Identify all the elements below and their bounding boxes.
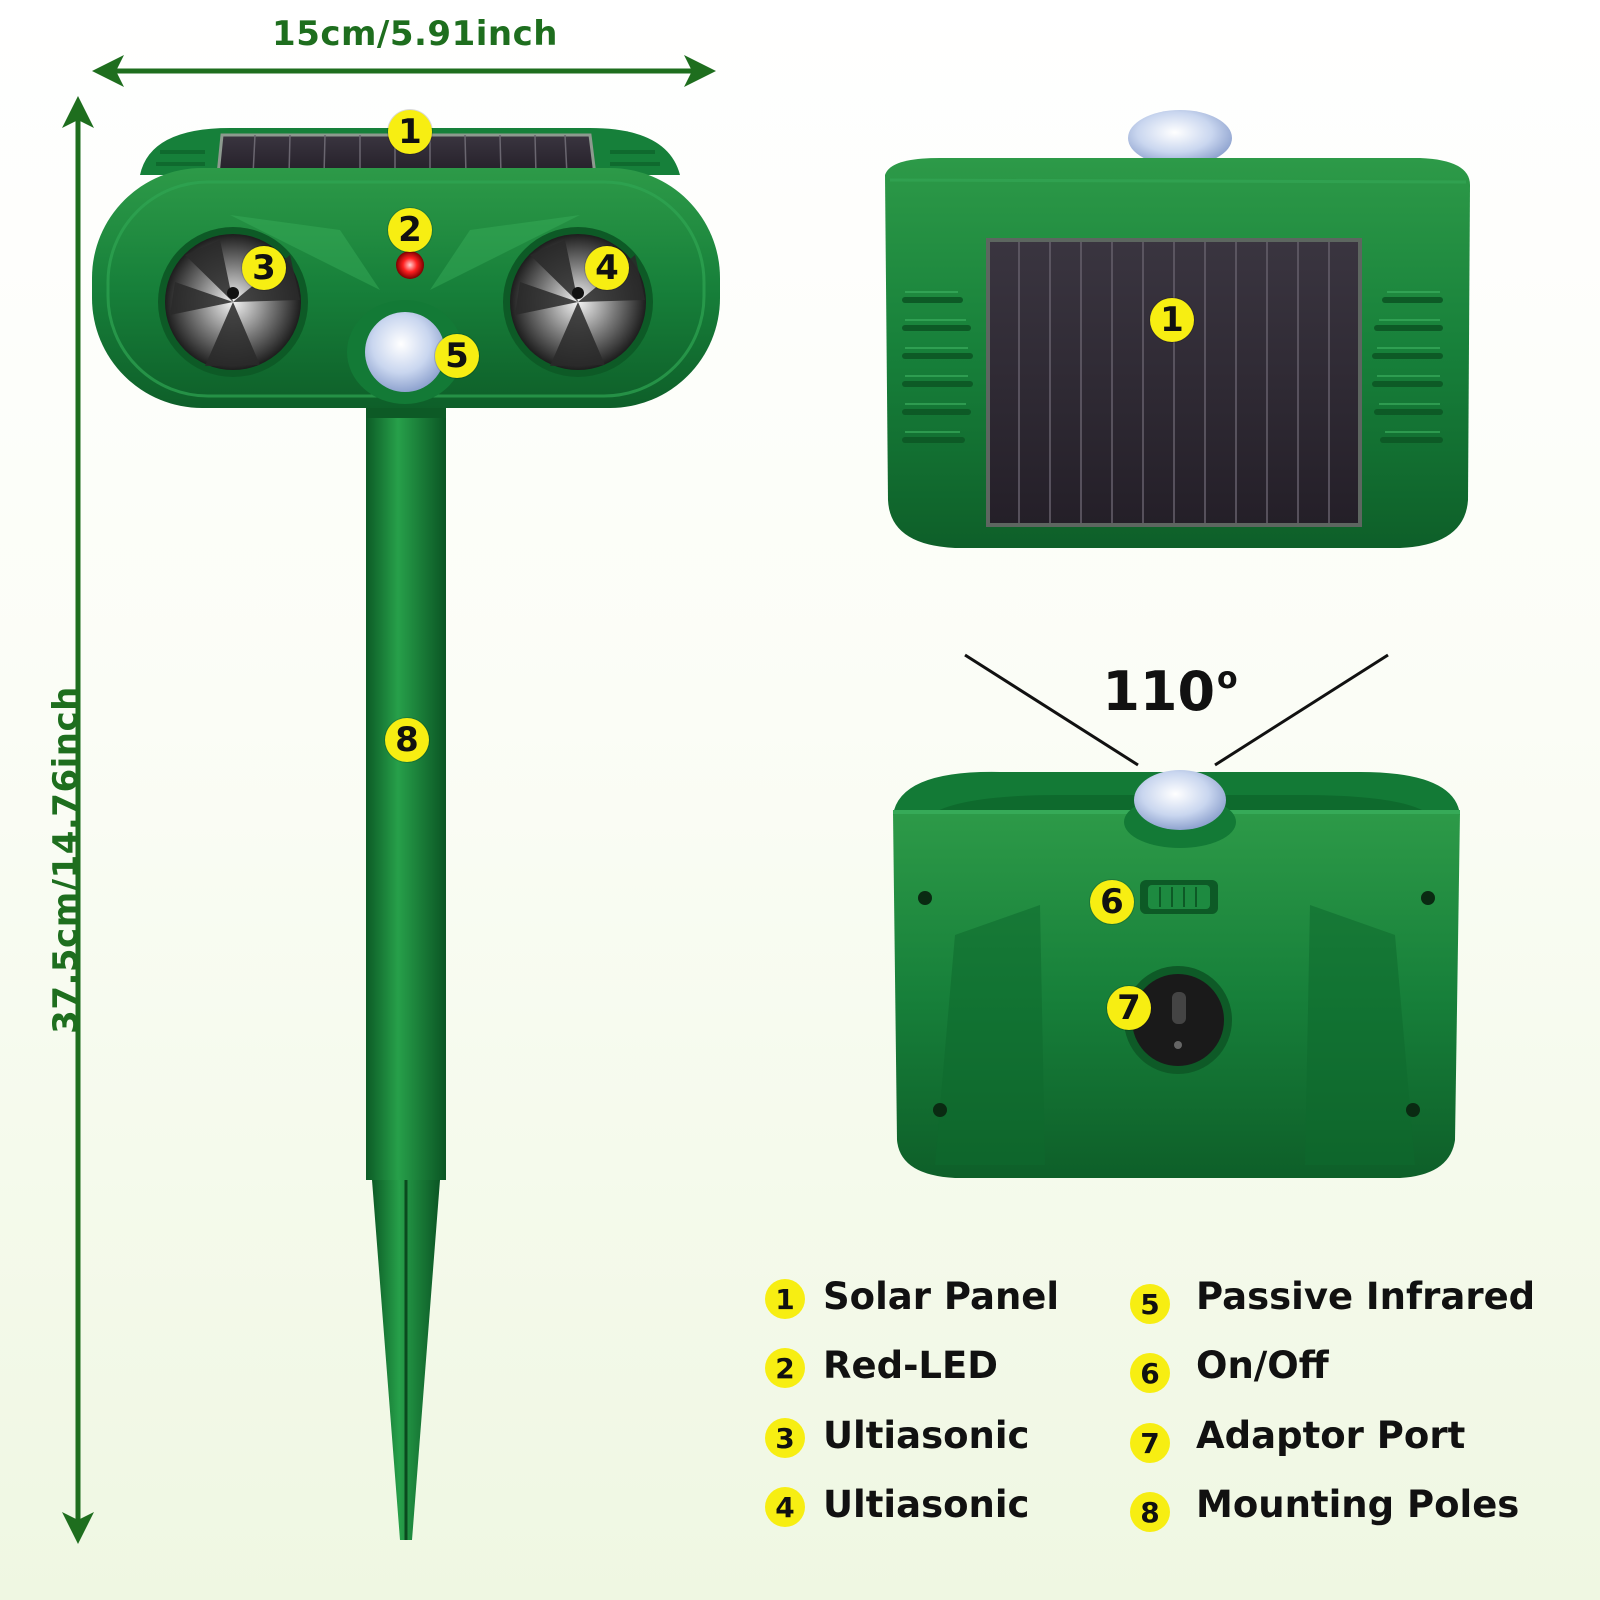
mounting-pole: [366, 400, 446, 1540]
legend-badge: 6: [1130, 1353, 1170, 1393]
width-dimension-label: 15cm/5.91inch: [272, 14, 558, 54]
legend-badge: 3: [765, 1418, 805, 1458]
legend-badge: 8: [1130, 1492, 1170, 1532]
callout-badge-4: 4: [585, 246, 629, 290]
legend-label: Mounting Poles: [1196, 1483, 1520, 1526]
legend-badge: 2: [765, 1348, 805, 1388]
width-dimension-arrow: [92, 55, 716, 87]
legend-label: On/Off: [1196, 1344, 1329, 1387]
angle-value: 110: [1102, 660, 1216, 723]
height-dimension-label: 37.5cm/14.76inch: [46, 686, 86, 1034]
callout-badge-7: 7: [1107, 986, 1151, 1030]
callout-badge-8: 8: [385, 718, 429, 762]
legend-label: Passive Infrared: [1196, 1275, 1536, 1318]
legend-badge: 1: [765, 1279, 805, 1319]
legend-label: Solar Panel: [823, 1275, 1060, 1318]
legend-label: Adaptor Port: [1196, 1414, 1466, 1457]
legend-badge: 5: [1130, 1284, 1170, 1324]
device-top-view: [885, 110, 1470, 548]
callout-badge-1-top: 1: [1150, 298, 1194, 342]
detection-angle-label: 110o: [1090, 660, 1250, 723]
detection-angle-lines: [964, 653, 1389, 767]
callout-badge-6: 6: [1090, 880, 1134, 924]
callout-badge-3: 3: [242, 246, 286, 290]
callout-badge-2: 2: [388, 208, 432, 252]
legend-label: Ultiasonic: [823, 1414, 1030, 1457]
legend-badge: 7: [1130, 1423, 1170, 1463]
legend-badge: 4: [765, 1487, 805, 1527]
callout-badge-5: 5: [435, 334, 479, 378]
legend-label: Red-LED: [823, 1344, 998, 1387]
callout-badge-1-front: 1: [388, 110, 432, 154]
angle-unit: o: [1217, 661, 1238, 696]
legend-label: Ultiasonic: [823, 1483, 1030, 1526]
height-dimension-arrow: [62, 96, 94, 1544]
device-back-view: [893, 770, 1460, 1178]
